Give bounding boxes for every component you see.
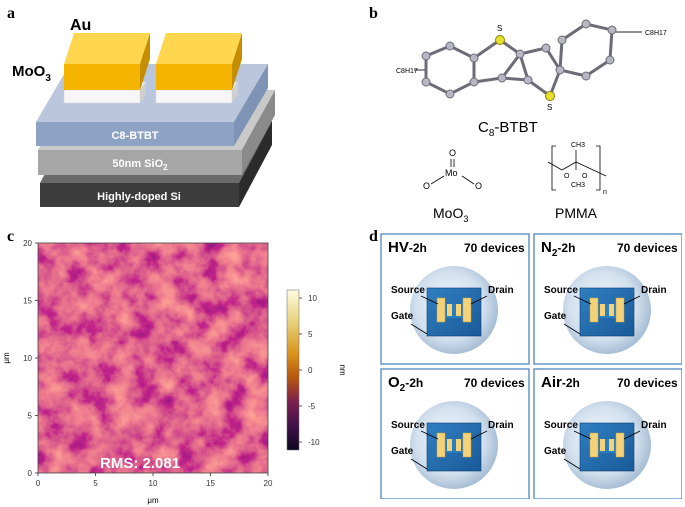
afm-y-tick-label: 10: [23, 354, 32, 363]
device-count: 70 devices: [464, 241, 525, 255]
source-label: Source: [544, 285, 578, 296]
moo3-label: MoO3: [12, 63, 51, 84]
colorbar-tick-label: 10: [308, 294, 317, 303]
drain-finger: [609, 439, 614, 451]
drain-electrode: [615, 297, 625, 323]
environment-label: N2-2h: [541, 239, 575, 259]
source-finger: [600, 304, 605, 316]
panel-d-letter: d: [369, 228, 378, 245]
pmma-structure: [547, 145, 607, 191]
source-finger: [447, 439, 452, 451]
drain-finger: [456, 439, 461, 451]
drain-electrode: [462, 432, 472, 458]
afm-y-tick-label: 20: [23, 239, 32, 248]
colorbar-tick-label: -10: [308, 438, 320, 447]
alkyl-left-label: C8H17: [396, 68, 418, 75]
moo3-name: MoO3: [433, 205, 468, 224]
source-electrode: [436, 297, 446, 323]
source-electrode: [436, 432, 446, 458]
sio2-layer-label: 50nm SiO2: [112, 158, 168, 172]
gate-label: Gate: [544, 446, 567, 457]
pmma-name: PMMA: [555, 205, 598, 221]
si-layer-label: Highly-doped Si: [97, 191, 181, 203]
afm-x-tick-label: 15: [206, 479, 215, 488]
pmma-n: n: [603, 189, 607, 196]
afm-y-tick-label: 15: [23, 297, 32, 306]
colorbar-tick-label: 5: [308, 330, 313, 339]
sulfur-atom-top: [495, 35, 505, 45]
afm-x-axis-label: μm: [147, 496, 159, 505]
moo3-oxygen-right: O: [475, 181, 482, 191]
drain-electrode: [462, 297, 472, 323]
drain-label: Drain: [641, 420, 667, 431]
source-electrode: [589, 297, 599, 323]
source-label: Source: [391, 285, 425, 296]
drain-electrode: [615, 432, 625, 458]
afm-x-tick-label: 10: [149, 479, 158, 488]
sulfur-label-bottom: S: [547, 103, 552, 112]
source-label: Source: [544, 420, 578, 431]
drain-label: Drain: [488, 420, 514, 431]
afm-x-tick-label: 20: [264, 479, 273, 488]
drain-finger: [609, 304, 614, 316]
afm-y-tick-label: 5: [28, 412, 33, 421]
device-count: 70 devices: [617, 376, 678, 390]
c8btbt-layer-label: C8-BTBT: [111, 130, 158, 142]
device-stack-diagram: Au MoO3 Highly-doped Si 50nm SiO2 C8-BTB…: [12, 17, 275, 207]
btbt-atoms: [421, 19, 617, 99]
btbt-name: C8-BTBT: [478, 119, 538, 139]
au-left-electrode: [64, 33, 150, 90]
moo3-center-atom: Mo: [445, 168, 458, 178]
au-label: Au: [70, 17, 91, 34]
device-count: 70 devices: [464, 376, 525, 390]
drain-finger: [456, 304, 461, 316]
au-right-electrode: [156, 33, 242, 90]
alkyl-right-label: C8H17: [645, 30, 667, 37]
moo3-structure: Mo O O O: [423, 148, 482, 191]
colorbar-tick-label: 0: [308, 366, 313, 375]
environment-label: Air-2h: [541, 374, 580, 391]
gate-label: Gate: [391, 311, 414, 322]
source-label: Source: [391, 420, 425, 431]
afm-colorbar: [286, 289, 300, 451]
pmma-o-carbonyl: O: [564, 173, 570, 180]
moo3-oxygen-left: O: [423, 181, 430, 191]
afm-y-axis-label: μm: [2, 352, 11, 364]
environment-label: O2-2h: [388, 374, 423, 394]
source-finger: [600, 439, 605, 451]
moo3-oxygen-top: O: [449, 148, 456, 158]
pmma-ch3-top: CH3: [571, 142, 585, 149]
panel-b-letter: b: [369, 5, 378, 22]
pmma-ch3-bottom: CH3: [571, 182, 585, 189]
environment-label: HV-2h: [388, 239, 427, 256]
drain-label: Drain: [488, 285, 514, 296]
drain-label: Drain: [641, 285, 667, 296]
device-count: 70 devices: [617, 241, 678, 255]
colorbar-unit: nm: [338, 364, 347, 375]
sulfur-label-top: S: [497, 24, 502, 33]
gate-label: Gate: [544, 311, 567, 322]
molecule-structures: S S C8H17 C8H17 C8-BTBT Mo O O O MoO3 CH…: [396, 19, 667, 224]
panel-c-letter: c: [7, 228, 15, 245]
source-finger: [447, 304, 452, 316]
source-electrode: [589, 432, 599, 458]
gate-label: Gate: [391, 446, 414, 457]
sulfur-atom-bottom: [545, 91, 555, 101]
afm-x-tick-label: 0: [36, 479, 41, 488]
afm-x-tick-label: 5: [93, 479, 98, 488]
panel-a-letter: a: [7, 5, 15, 22]
pmma-o-ester: O: [582, 173, 588, 180]
afm-image: [38, 243, 268, 473]
afm-y-tick-label: 0: [28, 469, 33, 478]
rms-label: RMS: 2.081: [100, 455, 180, 472]
afm-height-map: RMS: 2.081 0 5 10 15 20 0 5 10 15 20 μm μm 10 5 0 -5…: [2, 239, 347, 505]
colorbar-tick-label: -5: [308, 402, 316, 411]
